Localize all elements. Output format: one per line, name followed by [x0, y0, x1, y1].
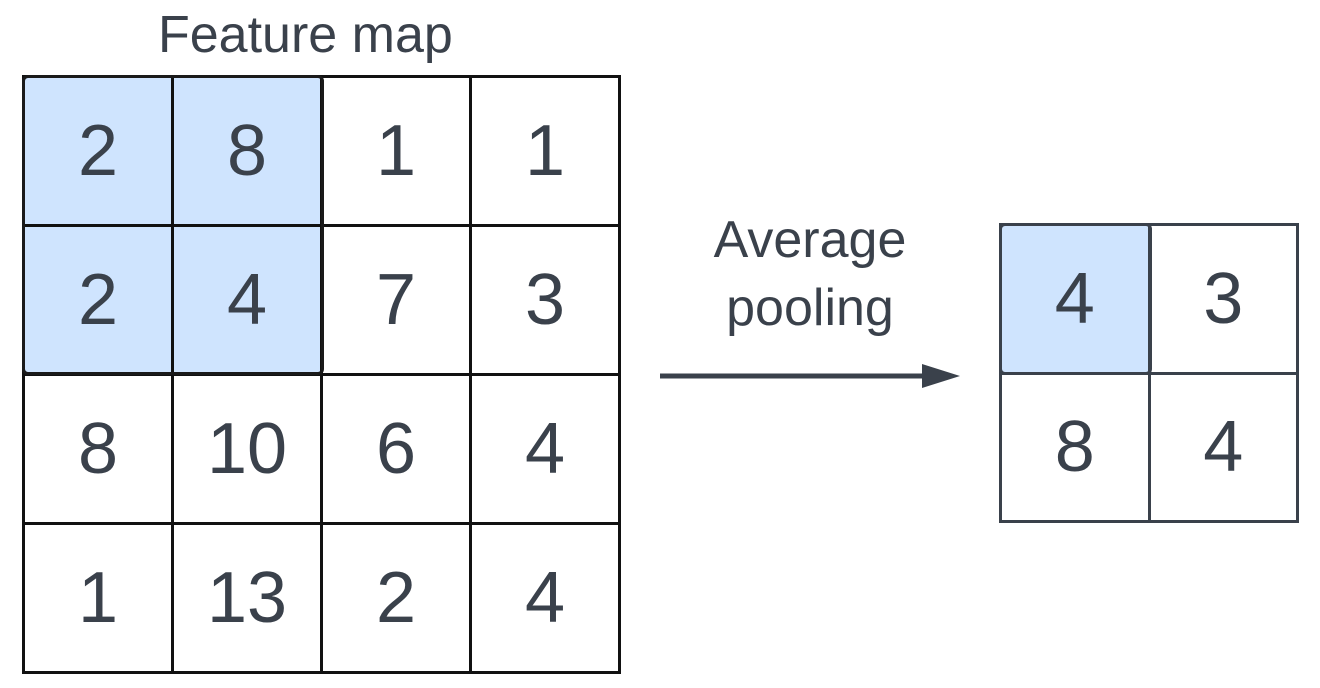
feature-cell: 2 [25, 78, 174, 227]
output-cell: 3 [1150, 226, 1299, 375]
feature-cell: 3 [472, 227, 621, 376]
pooled-output-grid: 4 3 8 4 [999, 223, 1299, 523]
feature-cell: 4 [472, 376, 621, 525]
feature-cell: 13 [174, 525, 323, 674]
feature-map-grid: 2 8 1 1 2 4 7 3 8 10 6 4 1 13 2 4 [22, 75, 621, 674]
feature-cell: 2 [25, 227, 174, 376]
feature-cell: 1 [472, 78, 621, 227]
feature-map-title: Feature map [158, 6, 453, 64]
feature-cell: 4 [174, 227, 323, 376]
arrow-right-icon [660, 364, 960, 388]
operation-label-line2: pooling [726, 279, 894, 337]
feature-cell: 8 [174, 78, 323, 227]
feature-cell: 10 [174, 376, 323, 525]
operation-label: Average pooling [690, 206, 930, 342]
feature-cell: 1 [25, 525, 174, 674]
feature-cell: 1 [323, 78, 472, 227]
feature-cell: 8 [25, 376, 174, 525]
output-cell: 4 [1002, 226, 1151, 375]
feature-cell: 2 [323, 525, 472, 674]
output-cell: 8 [1002, 374, 1151, 523]
feature-cell: 6 [323, 376, 472, 525]
feature-cell: 7 [323, 227, 472, 376]
feature-cell: 4 [472, 525, 621, 674]
output-cell: 4 [1150, 374, 1299, 523]
operation-label-line1: Average [713, 211, 907, 269]
